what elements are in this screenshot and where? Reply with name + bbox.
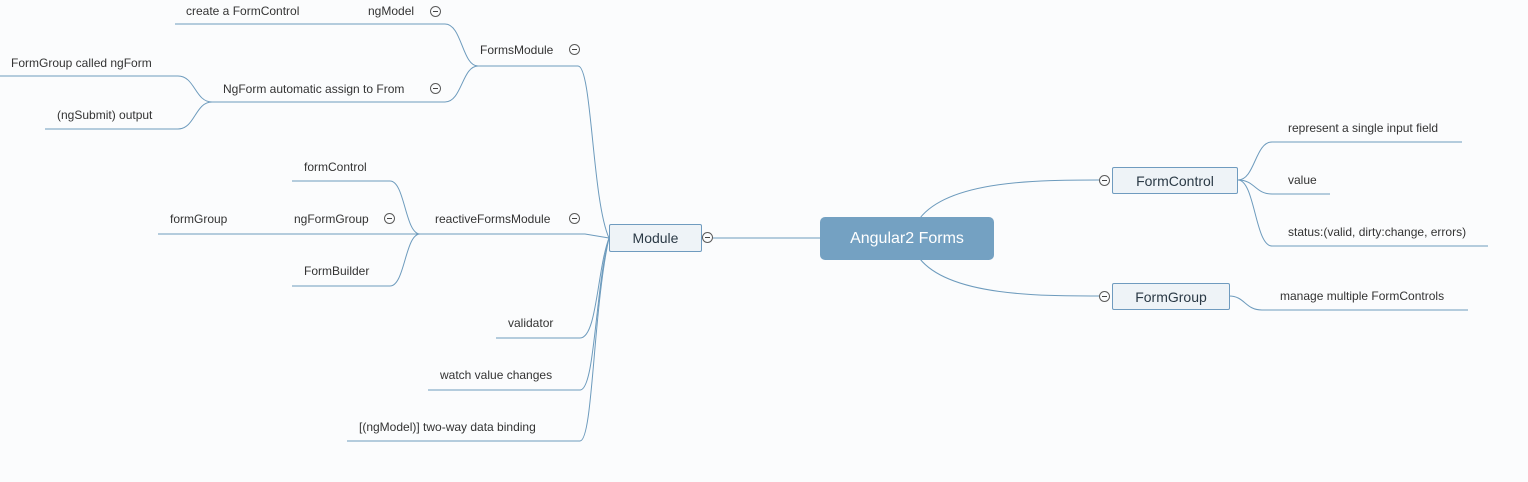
- formgroup-lower-topic[interactable]: formGroup: [170, 212, 228, 226]
- status-topic[interactable]: status:(valid, dirty:change, errors): [1288, 225, 1467, 239]
- connector-ngform-ngsubmit: [45, 101, 213, 130]
- connector-module-twoway: [347, 237, 610, 442]
- ngformgroup-topic[interactable]: ngFormGroup: [294, 212, 369, 226]
- formgroup-called-ngform-topic[interactable]: FormGroup called ngForm: [11, 56, 152, 70]
- single-input-topic[interactable]: represent a single input field: [1288, 121, 1439, 135]
- formcontrol-lower-topic[interactable]: formControl: [304, 160, 367, 174]
- ngformgroup-collapse-toggle[interactable]: [384, 213, 395, 224]
- formsmodule-topic[interactable]: FormsModule: [480, 43, 554, 57]
- connector-formcontrol-status: [1237, 179, 1488, 247]
- ngmodel-topic[interactable]: ngModel: [368, 4, 415, 18]
- formsmodule-collapse-toggle[interactable]: [569, 44, 580, 55]
- connector-reactive-formcontrol: [292, 180, 421, 235]
- connector-formsmodule-ngform: [212, 65, 479, 103]
- connector-formcontrol-value: [1237, 179, 1330, 195]
- watch-value-changes-topic[interactable]: watch value changes: [440, 368, 553, 382]
- root-node[interactable]: Angular2 Forms: [820, 217, 994, 260]
- module-node[interactable]: Module: [609, 224, 702, 252]
- formgroup-node-label: FormGroup: [1135, 288, 1207, 305]
- create-formcontrol-topic[interactable]: create a FormControl: [186, 4, 300, 18]
- connector-root-formgroup: [919, 258, 1100, 297]
- formgroup-node[interactable]: FormGroup: [1112, 283, 1230, 310]
- ngsubmit-topic[interactable]: (ngSubmit) output: [57, 108, 153, 122]
- reactiveformsmodule-collapse-toggle[interactable]: [569, 213, 580, 224]
- connector-formgroup-manage: [1228, 295, 1468, 311]
- connector-module-formsmodule: [478, 65, 610, 239]
- reactiveformsmodule-topic[interactable]: reactiveFormsModule: [435, 212, 551, 226]
- ngform-assign-topic[interactable]: NgForm automatic assign to From: [223, 82, 405, 96]
- connector-root-formcontrol: [919, 179, 1100, 219]
- ngform-collapse-toggle[interactable]: [430, 83, 441, 94]
- value-topic[interactable]: value: [1288, 173, 1317, 187]
- formcontrol-collapse-toggle[interactable]: [1099, 175, 1110, 186]
- formcontrol-node[interactable]: FormControl: [1112, 167, 1238, 194]
- formcontrol-node-label: FormControl: [1136, 172, 1214, 189]
- two-way-binding-topic[interactable]: [(ngModel)] two-way data binding: [359, 420, 536, 434]
- connector-module-validator: [496, 237, 610, 339]
- module-collapse-toggle[interactable]: [702, 232, 713, 243]
- connector-reactive-formbuilder: [292, 233, 421, 287]
- formgroup-collapse-toggle[interactable]: [1099, 291, 1110, 302]
- connector-module-reactive: [420, 233, 610, 239]
- module-node-label: Module: [632, 230, 679, 246]
- connector-ngform-formgroup: [0, 75, 213, 103]
- formbuilder-topic[interactable]: FormBuilder: [304, 264, 370, 278]
- connector-formcontrol-single: [1237, 141, 1462, 181]
- root-node-label: Angular2 Forms: [850, 229, 964, 247]
- validator-topic[interactable]: validator: [508, 316, 554, 330]
- ngmodel-collapse-toggle[interactable]: [430, 6, 441, 17]
- manage-multiple-topic[interactable]: manage multiple FormControls: [1280, 289, 1445, 303]
- connector-module-watch: [428, 237, 610, 391]
- connector-formsmodule-ngmodel: [175, 23, 479, 67]
